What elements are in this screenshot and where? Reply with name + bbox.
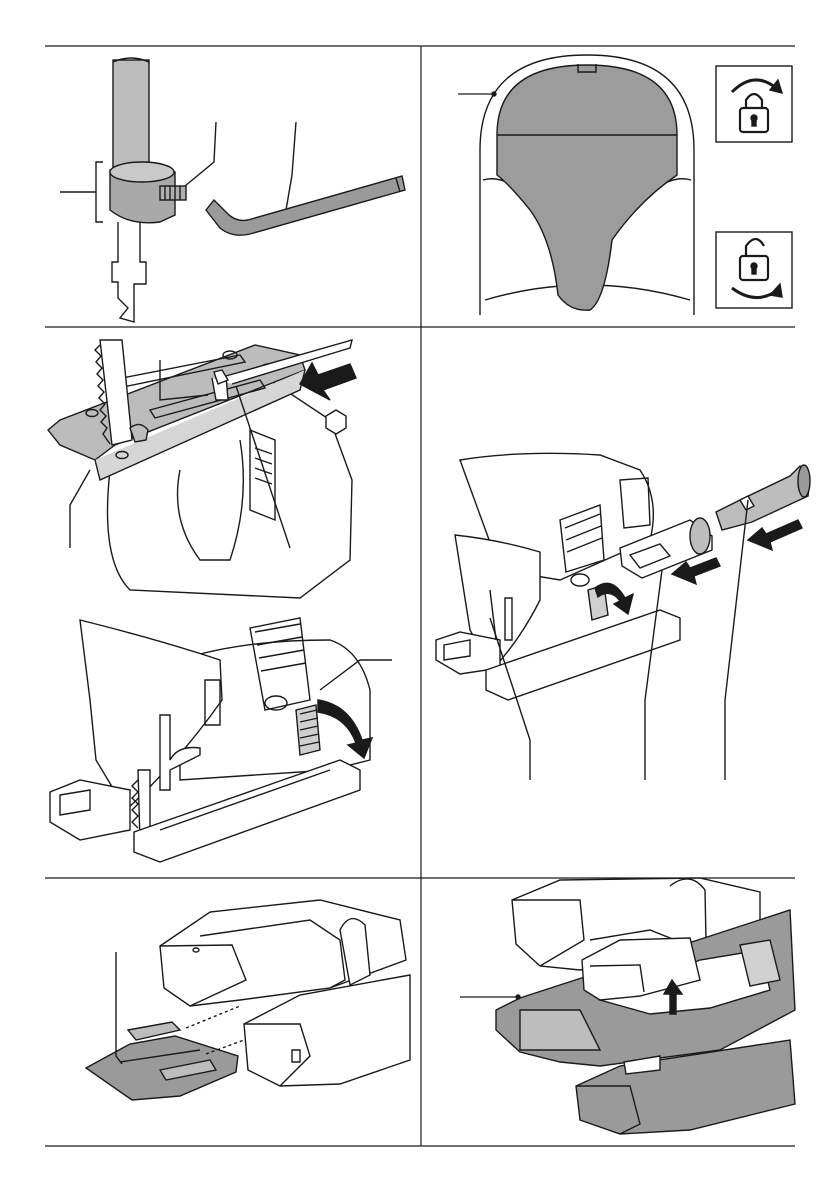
- panel-base-cover: [460, 878, 795, 1134]
- padlock-open-icon: [716, 232, 792, 308]
- splinter-guard-insert: [86, 1022, 238, 1100]
- padlock-closed-icon: [716, 66, 792, 142]
- panel-blade-guard: [458, 55, 792, 315]
- panel-dust-nozzle: [436, 453, 810, 780]
- slide-arrow: [300, 363, 356, 400]
- panel-base-plate: [48, 340, 356, 598]
- panel-jigsaw-side: [50, 618, 392, 862]
- clamp-screw: [160, 186, 186, 200]
- hex-key: [206, 176, 405, 235]
- panel-splinter-guard: [86, 900, 410, 1100]
- hex-symbol: [326, 410, 346, 434]
- panel-blade-clamp: [60, 58, 405, 322]
